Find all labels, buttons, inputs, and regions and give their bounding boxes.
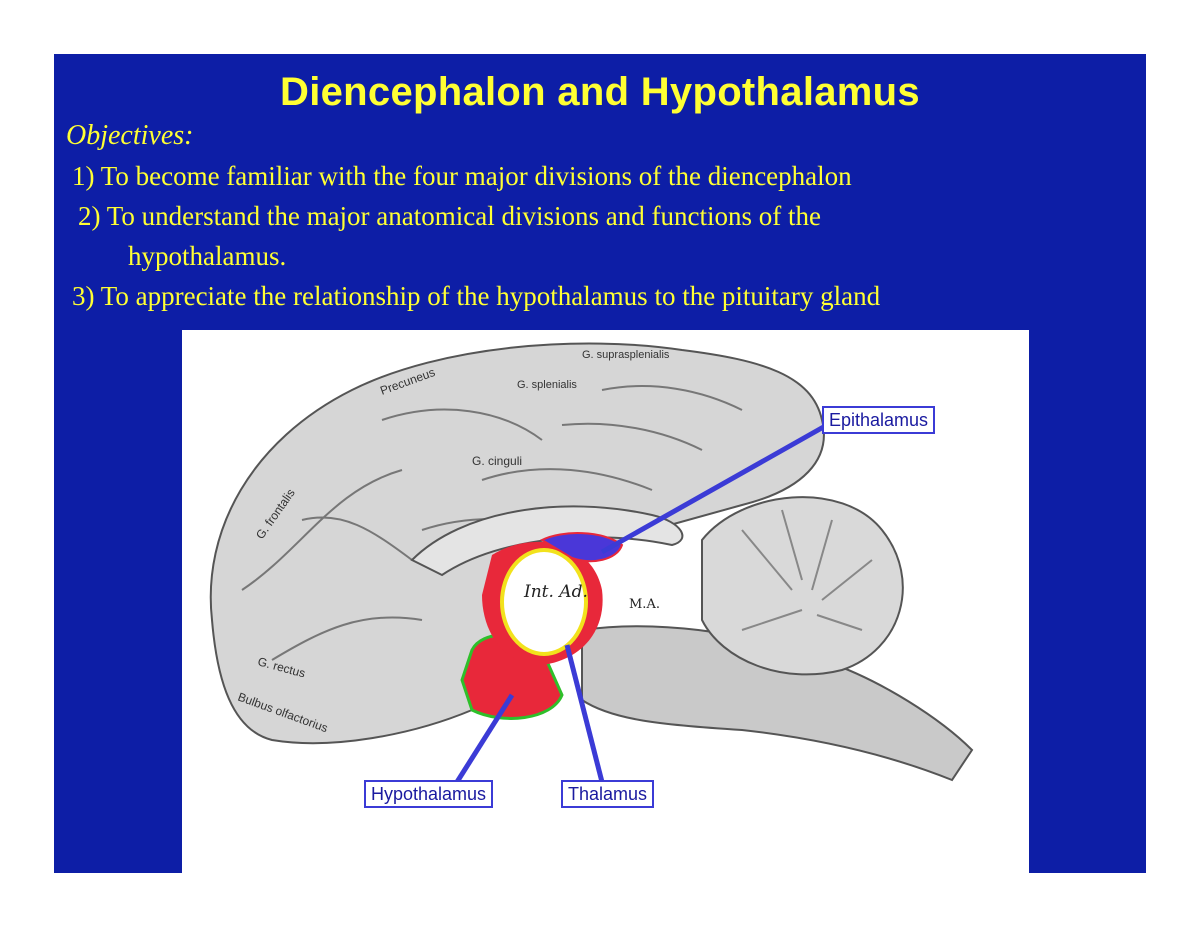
g-suprasplenialis-label: G. suprasplenialis xyxy=(582,349,670,361)
g-rectus-label: G. rectus xyxy=(256,654,307,680)
figure-text-layer: Int. Ad. M.A. G. frontalis Precuneus G. … xyxy=(236,349,670,736)
epithalamus-arrow xyxy=(600,422,829,555)
hypothalamus-callout: Hypothalamus xyxy=(364,780,494,808)
thalamus-callout: Thalamus xyxy=(561,780,655,808)
g-frontalis-label: G. frontalis xyxy=(253,486,298,542)
bulbus-label: Bulbus olfactorius xyxy=(236,690,330,736)
hypothalamus-arrow xyxy=(454,693,515,784)
brain-illustration xyxy=(209,342,974,784)
objective-2: 2) To understand the major anatomical di… xyxy=(78,201,821,231)
ma-label: M.A. xyxy=(629,597,660,612)
objective-3: 3) To appreciate the relationship of the… xyxy=(72,281,881,311)
int-ad-label: Int. Ad. xyxy=(523,582,588,602)
epithalamus-region xyxy=(539,532,624,563)
slide-title: Diencephalon and Hypothalamus xyxy=(280,70,920,114)
precuneus-label: Precuneus xyxy=(378,365,437,398)
slide: Diencephalon and Hypothalamus Objectives… xyxy=(54,54,1146,873)
g-cinguli-label: G. cinguli xyxy=(472,454,522,468)
thalamus-arrow xyxy=(564,644,605,783)
objectives-heading: Objectives: xyxy=(66,120,194,151)
interthalamic-adhesion xyxy=(500,548,588,656)
objective-1: 1) To become familiar with the four majo… xyxy=(72,161,852,191)
g-splenialis-label: G. splenialis xyxy=(517,379,577,391)
epithalamus-callout: Epithalamus xyxy=(822,406,936,434)
cerebellum-folia xyxy=(741,509,873,631)
brain-sagittal-figure: Int. Ad. M.A. G. frontalis Precuneus G. … xyxy=(182,330,1029,873)
objective-2-continued: hypothalamus. xyxy=(128,241,287,271)
